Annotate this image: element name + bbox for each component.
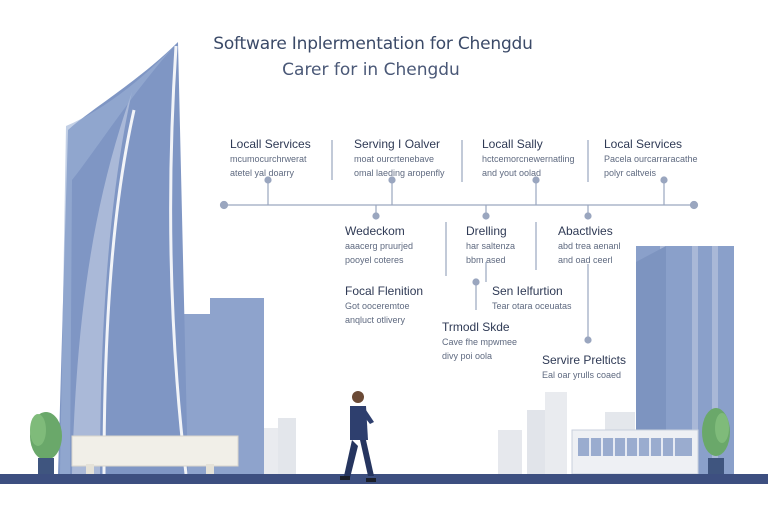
item-desc-line: pooyel coteres	[345, 255, 404, 265]
item-desc-line: abd trea aenanl	[558, 241, 621, 251]
timeline-item-welcome: Wedeckom aaacerg pruurjed pooyel coteres	[345, 224, 413, 266]
item-heading: Trmodl Skde	[442, 320, 510, 334]
timeline-item-trmodl-skde: Trmodl Skde Cave fhe mpwmee divy poi ool…	[442, 320, 517, 362]
timeline-item-local-safety: Locall Sally hctcemorcnewernatling and y…	[482, 137, 575, 179]
timeline-item-activities: Abactlvies abd trea aenanl and oad ceerl	[558, 224, 621, 266]
timeline-item-local-services: Locall Services mcumocurchrwerat atetel …	[230, 137, 311, 179]
item-desc-line: har saltenza	[466, 241, 516, 251]
item-heading: Local Services	[604, 137, 683, 151]
item-desc-line: atetel yal doarry	[230, 168, 295, 178]
item-desc-line: Pacela ourcarraracathe	[604, 154, 698, 164]
item-desc-line: anqluct otlivery	[345, 315, 406, 325]
item-heading: Locall Sally	[482, 137, 543, 151]
walking-person	[340, 391, 376, 482]
item-desc-line: and yout oolad	[482, 168, 542, 178]
item-desc-line: hctcemorcnewernatling	[482, 154, 575, 164]
page-subtitle: Carer for in Chengdu	[282, 60, 460, 80]
item-desc-line: Got ooceremtoe	[345, 301, 410, 311]
item-heading: Drelling	[466, 224, 507, 238]
item-desc-line: and oad ceerl	[558, 255, 613, 265]
item-desc-line: aaacerg pruurjed	[345, 241, 414, 251]
item-heading: Serving I Oalver	[354, 137, 441, 151]
timeline-item-sen-ielfurtion: Sen Ielfurtion Tear otara oceuatas	[492, 284, 572, 312]
item-heading: Abactlvies	[558, 224, 613, 238]
timeline-item-service-products: Servire Prelticts Eal oar yrulls coaed	[542, 353, 626, 381]
item-desc-line: Eal oar yrulls coaed	[542, 370, 622, 380]
item-desc-line: bbm ased	[466, 255, 506, 265]
timeline-item-focal-flenition: Focal Flenition Got ooceremtoe anqluct o…	[345, 284, 423, 326]
timeline-item-dwelling: Drelling har saltenza bbm ased	[466, 224, 515, 266]
item-desc-line: Tear otara oceuatas	[492, 301, 572, 311]
timeline	[219, 140, 699, 344]
timeline-item-local-services-2: Local Services Pacela ourcarraracathe po…	[604, 137, 698, 179]
timeline-item-serving-driver: Serving I Oalver moat ourcrtenebave omal…	[354, 137, 445, 179]
item-heading: Locall Services	[230, 137, 311, 151]
curved-tower	[58, 42, 188, 475]
item-heading: Wedeckom	[345, 224, 405, 238]
item-desc-line: omal laeding aropenfly	[354, 168, 445, 178]
item-desc-line: divy poi oola	[442, 351, 493, 361]
plant-left	[30, 412, 62, 474]
item-desc-line: Cave fhe mpwmee	[442, 337, 518, 347]
item-desc-line: moat ourcrtenebave	[354, 154, 435, 164]
item-heading: Sen Ielfurtion	[492, 284, 563, 298]
item-heading: Focal Flenition	[345, 284, 424, 298]
low-office-right	[571, 429, 699, 475]
item-desc-line: mcumocurchrwerat	[230, 154, 307, 164]
ground-strip	[0, 474, 768, 484]
plaza-structure	[71, 435, 239, 474]
plant-right	[702, 408, 730, 474]
item-heading: Servire Prelticts	[542, 353, 627, 367]
page-title: Software Inplermentation for Chengdu	[213, 34, 533, 54]
item-desc-line: polyr caltveis	[604, 168, 657, 178]
